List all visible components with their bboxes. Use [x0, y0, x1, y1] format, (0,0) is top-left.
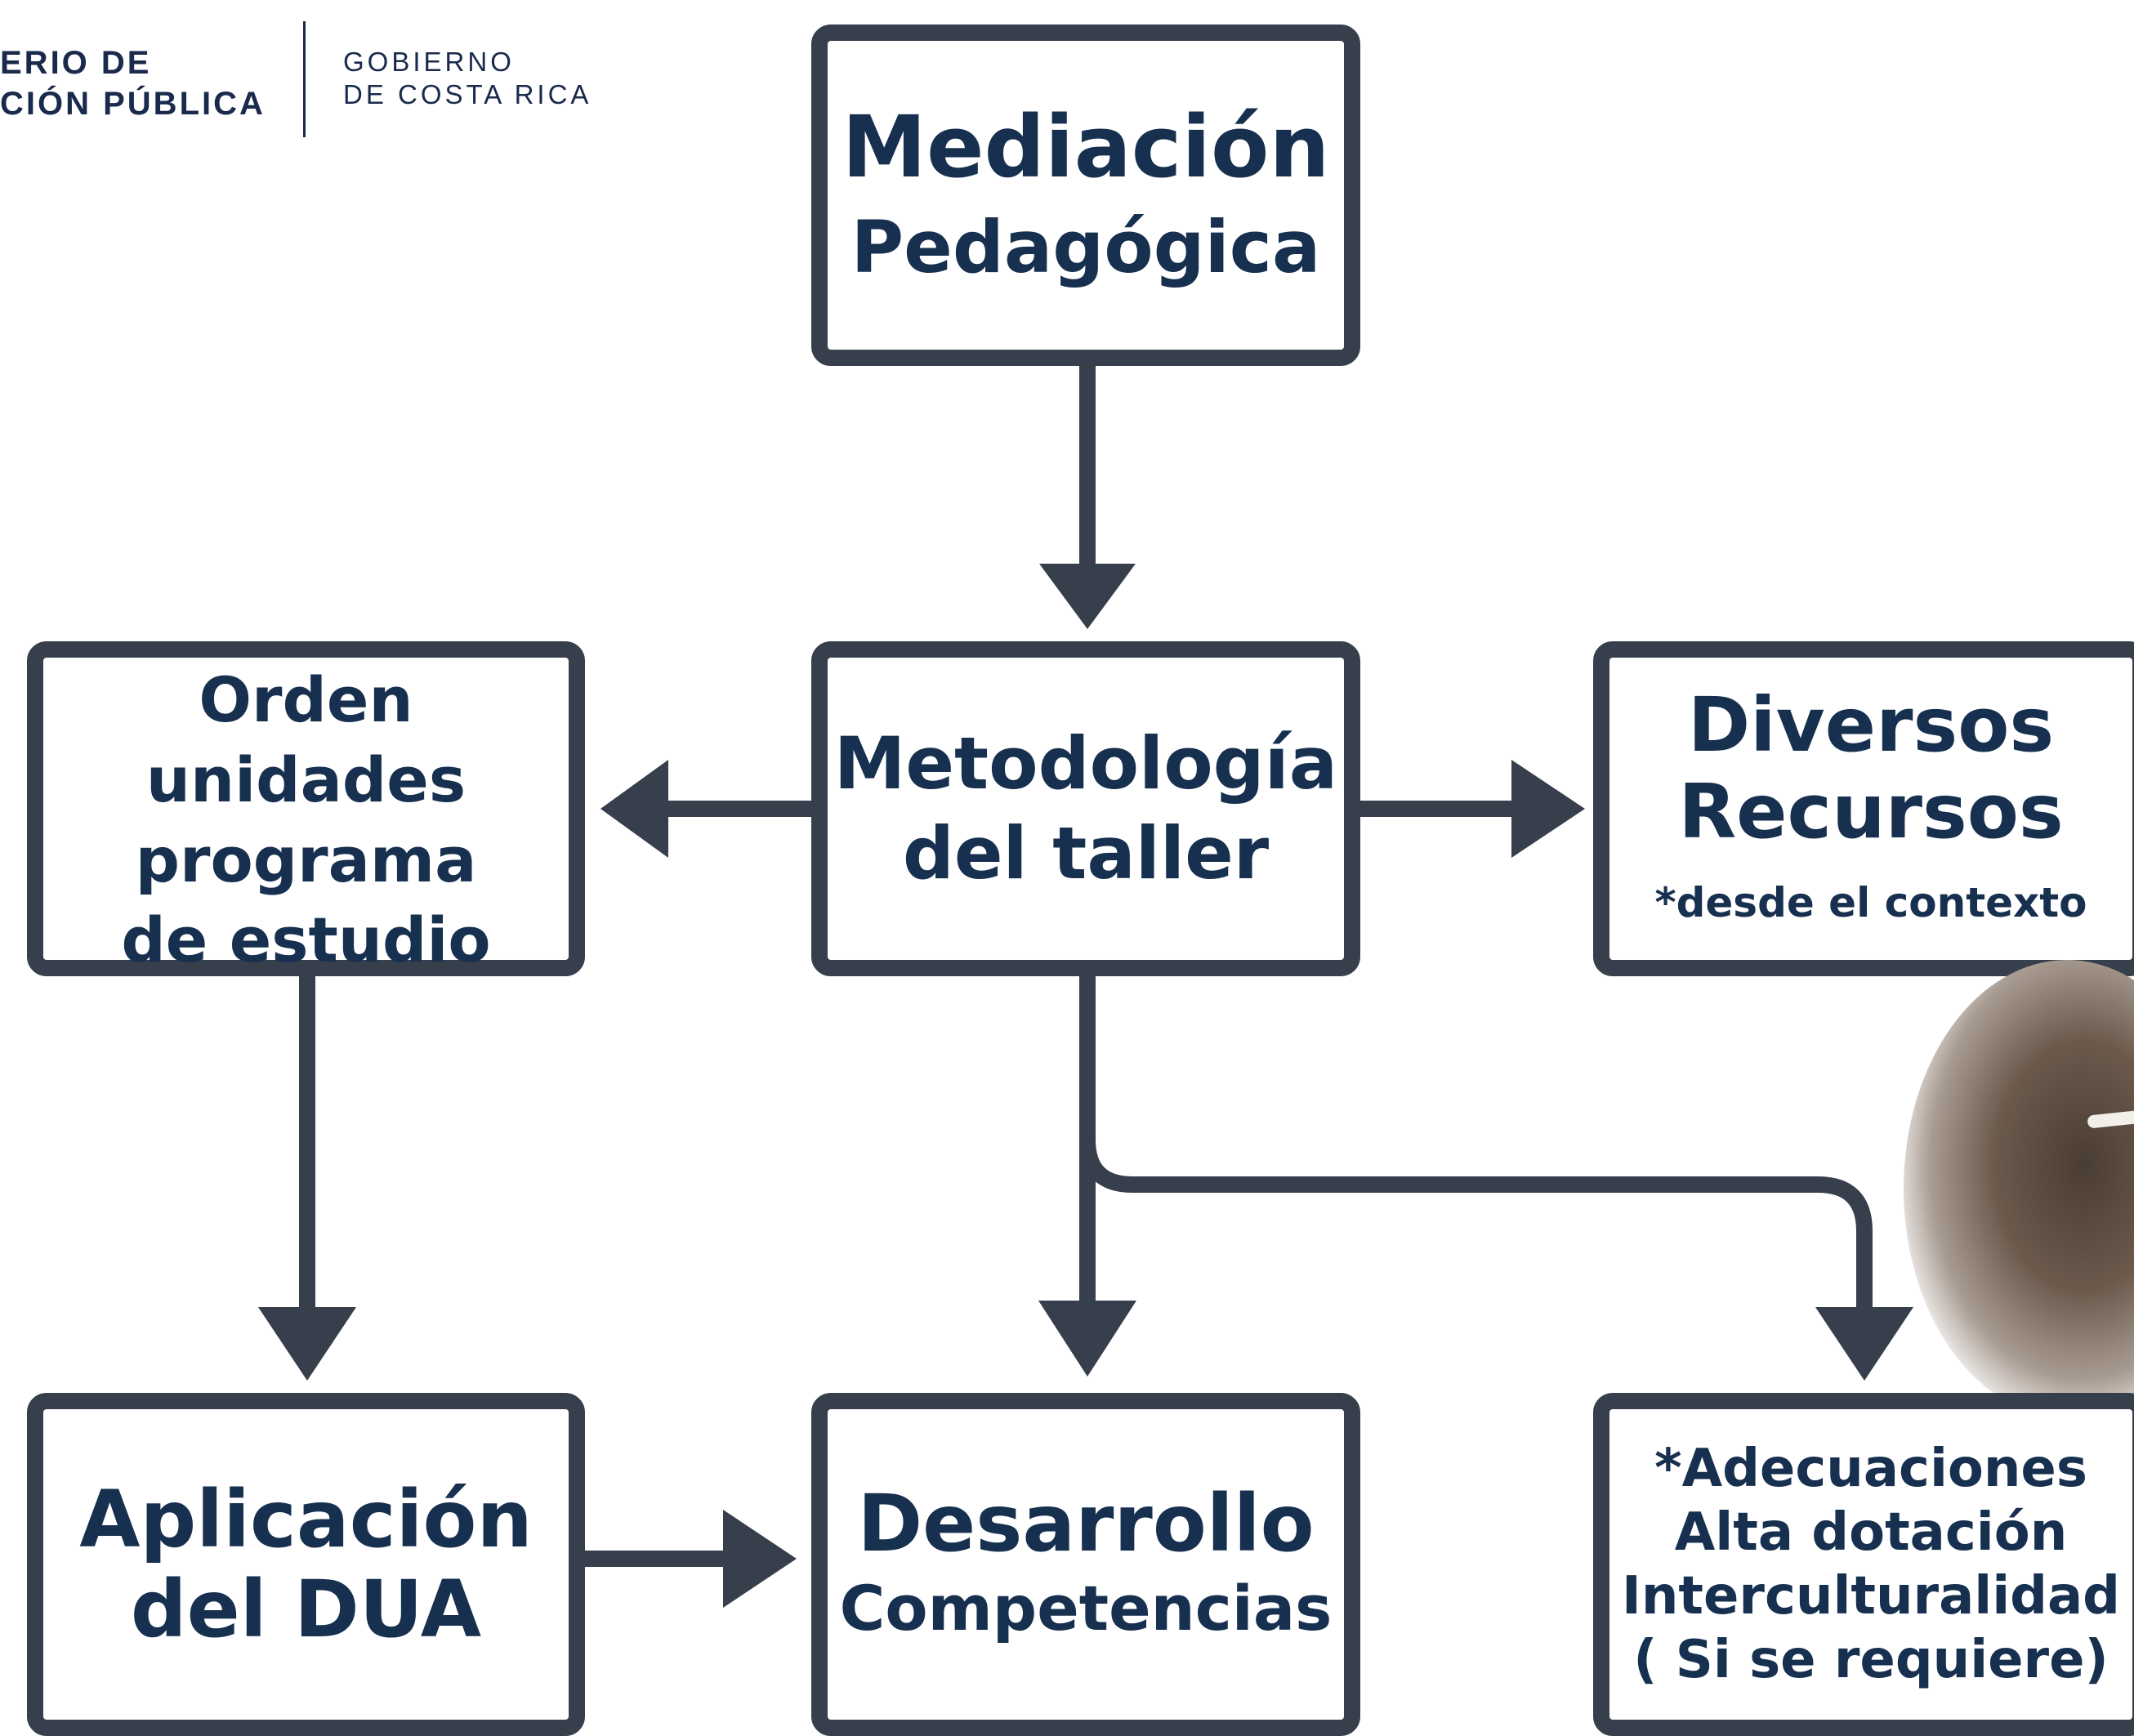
- competencias-label: Competencias: [839, 1572, 1333, 1645]
- logo-divider: [303, 21, 306, 137]
- orden-unidades-box: Orden unidades programa de estudio: [27, 641, 585, 976]
- del-dua-label: del DUA: [130, 1564, 482, 1655]
- adecuaciones-box: *Adecuaciones Alta dotación Intercultura…: [1593, 1393, 2134, 1736]
- diversos-recursos-box: Diversos Recursos *desde el contexto: [1593, 641, 2134, 976]
- arrowhead-down-bottom-right: [1815, 1307, 1913, 1381]
- arrowhead-right-bottom: [723, 1510, 797, 1608]
- de-estudio-label: de estudio: [121, 904, 491, 976]
- pedagogica-label: Pedagógica: [850, 205, 1321, 289]
- arrowhead-down-left: [258, 1307, 356, 1381]
- programa-label: programa: [135, 823, 477, 896]
- unidades-label: unidades: [145, 743, 467, 816]
- ministry-logo-line1: ERIO DE: [0, 45, 152, 81]
- arrowhead-down-bottom-center: [1038, 1301, 1136, 1377]
- alta-dotacion-label: Alta dotación: [1674, 1502, 2068, 1563]
- adecuaciones-label: *Adecuaciones: [1654, 1439, 2087, 1499]
- arrowhead-right: [1511, 760, 1585, 858]
- orden-unidades-text: Orden unidades programa de estudio: [121, 637, 490, 980]
- ministry-logo-line2: CIÓN PÚBLICA: [0, 86, 266, 122]
- arrowhead-down-center: [1039, 564, 1136, 629]
- ministry-logo-text: ERIO DE CIÓN PÚBLICA: [0, 42, 266, 124]
- aplicacion-dua-box: Aplicación del DUA: [27, 1393, 585, 1736]
- desarrollo-competencias-box: Desarrollo Competencias: [811, 1393, 1360, 1736]
- government-logo-line1: GOBIERNO: [343, 47, 515, 77]
- connector-branch-to-bottom-right: [1079, 1139, 1873, 1332]
- government-logo-line2: DE COSTA RICA: [343, 79, 592, 109]
- desde-el-contexto-note: *desde el contexto: [1654, 879, 2087, 926]
- aplicacion-label: Aplicación: [79, 1474, 533, 1565]
- mediacion-pedagogica-box: Mediación Pedagógica: [811, 25, 1360, 366]
- del-taller-label: del taller: [902, 811, 1270, 895]
- recursos-label: Recursos: [1678, 768, 2064, 855]
- orden-label: Orden: [199, 663, 413, 736]
- government-logo-text: GOBIERNO DE COSTA RICA: [343, 46, 592, 111]
- metodologia-label: Metodología: [833, 721, 1338, 806]
- arrowhead-left: [600, 760, 668, 858]
- mediacion-label: Mediación: [842, 97, 1330, 197]
- metodologia-taller-box: Metodología del taller: [811, 641, 1360, 976]
- interculturalidad-label: Interculturalidad: [1622, 1566, 2120, 1627]
- desarrollo-label: Desarrollo: [857, 1478, 1315, 1569]
- diversos-label: Diversos: [1687, 681, 2055, 769]
- si-se-requiere-label: ( Si se requiere): [1633, 1630, 2109, 1690]
